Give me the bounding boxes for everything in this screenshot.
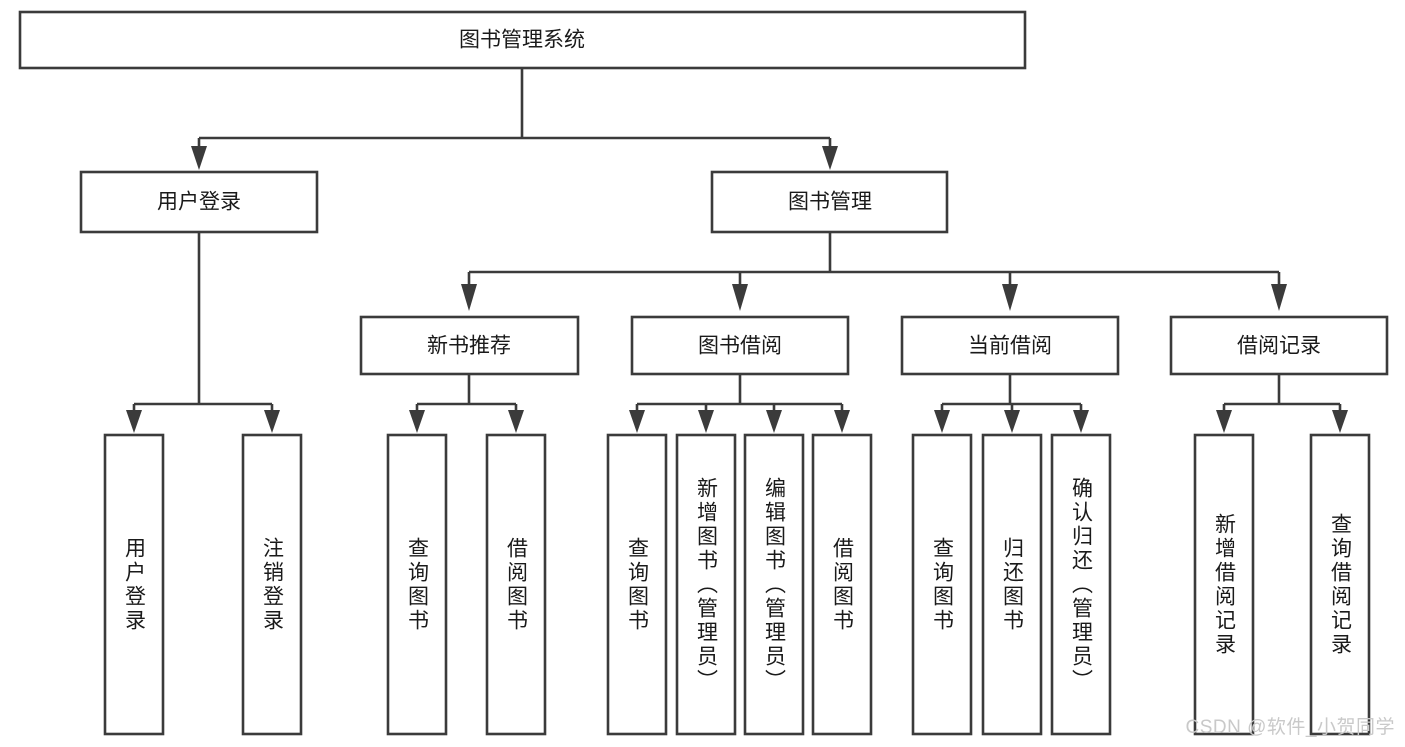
connector-group-book-borrow [629, 374, 850, 433]
connector-group-borrow-record [1216, 374, 1348, 433]
arrowhead-leaf-edit-book [766, 410, 782, 433]
node-leaf-borrow-book-1-box[interactable] [485, 433, 547, 736]
arrowhead-leaf-user-logout [264, 410, 280, 433]
node-leaf-borrow-book-1[interactable]: 借阅图书 [485, 433, 547, 736]
node-book-borrow-box[interactable] [630, 315, 850, 376]
node-root-box[interactable] [18, 10, 1027, 70]
node-leaf-query-book-3[interactable]: 查询图书 [911, 433, 973, 736]
node-borrow-record[interactable]: 借阅记录 [1169, 315, 1389, 376]
connector-group-current-borrow [934, 374, 1089, 433]
node-leaf-query-record-label: 查询借阅记录 [1329, 513, 1353, 657]
node-leaf-borrow-book-1-label: 借阅图书 [505, 537, 529, 633]
arrowhead-user-login [191, 146, 207, 170]
node-new-book-rec-label: 新书推荐 [427, 335, 511, 358]
node-new-book-rec-box[interactable] [359, 315, 580, 376]
node-current-borrow[interactable]: 当前借阅 [900, 315, 1120, 376]
node-leaf-user-logout-label: 注销登录 [261, 537, 285, 633]
node-leaf-user-logout-box[interactable] [241, 433, 303, 736]
node-user-login[interactable]: 用户登录 [79, 170, 319, 234]
connector-group-root [191, 68, 838, 170]
node-leaf-query-book-1[interactable]: 查询图书 [386, 433, 448, 736]
arrowhead-leaf-borrow-book-2 [834, 410, 850, 433]
node-leaf-edit-book[interactable]: 编辑图书（管理员） [743, 433, 805, 736]
connector-group-book-manage [461, 232, 1287, 311]
node-borrow-record-box[interactable] [1169, 315, 1389, 376]
node-new-book-rec[interactable]: 新书推荐 [359, 315, 580, 376]
node-leaf-add-book-label: 新增图书（管理员） [695, 477, 719, 693]
node-leaf-confirm-return-box[interactable] [1050, 433, 1112, 736]
node-leaf-user-login[interactable]: 用户登录 [103, 433, 165, 736]
node-root[interactable]: 图书管理系统 [18, 10, 1027, 70]
arrowhead-leaf-add-book [698, 410, 714, 433]
node-book-borrow[interactable]: 图书借阅 [630, 315, 850, 376]
node-book-manage-label: 图书管理 [788, 191, 872, 214]
node-leaf-query-book-2-box[interactable] [606, 433, 668, 736]
node-leaf-borrow-book-2-label: 借阅图书 [831, 537, 855, 633]
arrowhead-leaf-query-book-3 [934, 410, 950, 433]
node-leaf-return-book[interactable]: 归还图书 [981, 433, 1043, 736]
arrowhead-leaf-query-book-1 [409, 410, 425, 433]
node-leaf-user-login-box[interactable] [103, 433, 165, 736]
node-leaf-query-book-1-box[interactable] [386, 433, 448, 736]
node-leaf-add-book[interactable]: 新增图书（管理员） [675, 433, 737, 736]
node-leaf-query-book-2[interactable]: 查询图书 [606, 433, 668, 736]
arrowhead-book-borrow [732, 284, 748, 311]
node-borrow-record-label: 借阅记录 [1237, 335, 1321, 358]
node-leaf-user-login-label: 用户登录 [123, 537, 147, 633]
arrowhead-current-borrow [1002, 284, 1018, 311]
node-leaf-query-book-1-label: 查询图书 [406, 537, 430, 633]
node-leaf-add-record-label: 新增借阅记录 [1213, 513, 1237, 657]
node-user-login-label: 用户登录 [157, 191, 241, 214]
node-leaf-return-book-box[interactable] [981, 433, 1043, 736]
node-leaf-user-logout[interactable]: 注销登录 [241, 433, 303, 736]
node-current-borrow-box[interactable] [900, 315, 1120, 376]
node-leaf-confirm-return-label: 确认归还（管理员） [1070, 477, 1094, 693]
arrowhead-leaf-add-record [1216, 410, 1232, 433]
node-user-login-box[interactable] [79, 170, 319, 234]
node-leaf-query-book-3-label: 查询图书 [931, 537, 955, 633]
connector-group-new-book-rec [409, 374, 524, 433]
arrowhead-leaf-user-login [126, 410, 142, 433]
arrowhead-leaf-confirm-return [1073, 410, 1089, 433]
node-leaf-query-record[interactable]: 查询借阅记录 [1309, 433, 1371, 736]
arrowhead-leaf-query-book-2 [629, 410, 645, 433]
arrowhead-leaf-borrow-book-1 [508, 410, 524, 433]
arrowhead-borrow-record [1271, 284, 1287, 311]
node-leaf-borrow-book-2-box[interactable] [811, 433, 873, 736]
arrowhead-leaf-return-book [1004, 410, 1020, 433]
node-book-manage-box[interactable] [710, 170, 949, 234]
node-leaf-query-record-box[interactable] [1309, 433, 1371, 736]
node-book-manage[interactable]: 图书管理 [710, 170, 949, 234]
node-root-label: 图书管理系统 [459, 29, 585, 52]
node-leaf-edit-book-label: 编辑图书（管理员） [763, 477, 787, 693]
node-leaf-return-book-label: 归还图书 [1001, 537, 1025, 633]
node-leaf-confirm-return[interactable]: 确认归还（管理员） [1050, 433, 1112, 736]
arrowhead-leaf-query-record [1332, 410, 1348, 433]
node-leaf-query-book-2-label: 查询图书 [626, 537, 650, 633]
node-leaf-edit-book-box[interactable] [743, 433, 805, 736]
node-leaf-add-record[interactable]: 新增借阅记录 [1193, 433, 1255, 736]
node-leaf-add-book-box[interactable] [675, 433, 737, 736]
arrowhead-new-book-rec [461, 284, 477, 311]
node-leaf-add-record-box[interactable] [1193, 433, 1255, 736]
node-leaf-borrow-book-2[interactable]: 借阅图书 [811, 433, 873, 736]
node-book-borrow-label: 图书借阅 [698, 335, 782, 358]
node-current-borrow-label: 当前借阅 [968, 335, 1052, 358]
arrowhead-book-manage [822, 146, 838, 170]
connector-group-user-login [126, 232, 280, 433]
node-leaf-query-book-3-box[interactable] [911, 433, 973, 736]
